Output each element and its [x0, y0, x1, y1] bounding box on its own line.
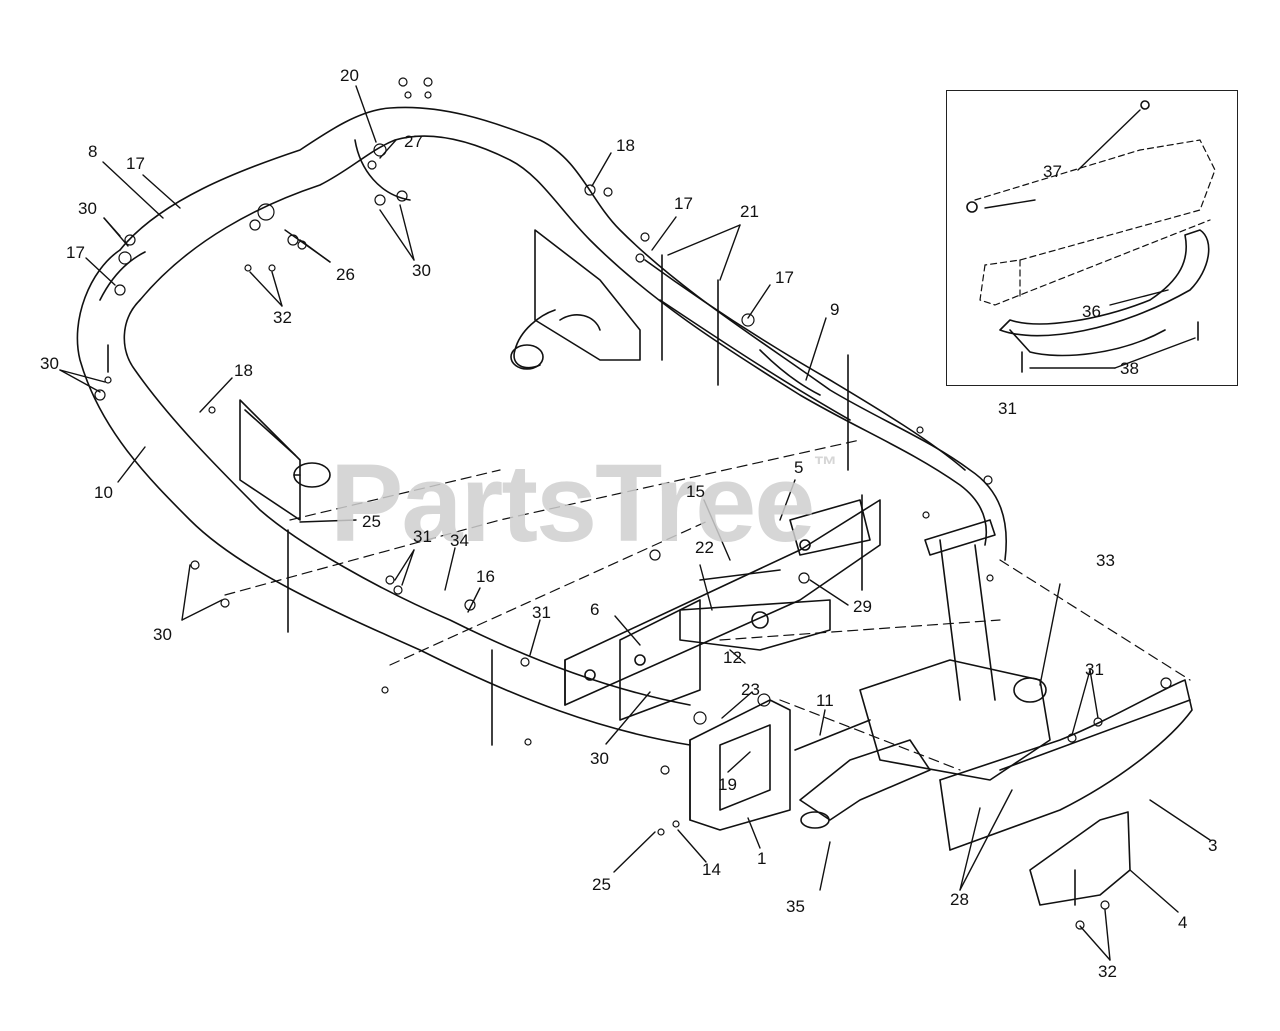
callout-1: 1 — [757, 849, 767, 868]
callout-31: 31 — [998, 399, 1017, 418]
callout-22: 22 — [695, 538, 714, 557]
callout-31: 31 — [532, 603, 551, 622]
callout-29: 29 — [853, 597, 872, 616]
callout-25: 25 — [592, 875, 611, 894]
callout-36: 36 — [1082, 302, 1101, 321]
callout-28: 28 — [950, 890, 969, 909]
callout-31: 31 — [1085, 660, 1104, 679]
leader-lines — [59, 85, 1211, 961]
callout-12: 12 — [723, 648, 742, 667]
center-crossmember — [564, 499, 881, 721]
frame-rail-right — [644, 259, 966, 471]
callout-33: 33 — [1096, 551, 1115, 570]
callout-30: 30 — [40, 354, 59, 373]
callout-8: 8 — [88, 142, 98, 161]
callout-27: 27 — [404, 132, 423, 151]
rear-bracket-left — [239, 399, 331, 521]
callout-11: 11 — [816, 691, 834, 710]
callout-30: 30 — [412, 261, 431, 280]
callout-17: 17 — [674, 194, 693, 213]
callout-16: 16 — [476, 567, 495, 586]
callout-17: 17 — [66, 243, 85, 262]
callout-20: 20 — [340, 66, 359, 85]
callout-14: 14 — [702, 860, 721, 879]
alignment-lines — [224, 439, 1191, 771]
callout-5: 5 — [794, 458, 804, 477]
callout-32: 32 — [273, 308, 292, 327]
callout-9: 9 — [830, 300, 840, 319]
watermark: PartsTree™ — [330, 440, 837, 567]
callout-3: 3 — [1208, 836, 1218, 855]
hardware — [94, 77, 1172, 930]
inset-detail — [966, 100, 1216, 373]
callout-18: 18 — [234, 361, 253, 380]
callout-18: 18 — [616, 136, 635, 155]
frame-rail-outer — [76, 106, 1008, 746]
callout-31: 31 — [413, 527, 432, 546]
callout-37: 37 — [1043, 162, 1062, 181]
tow-bar — [794, 719, 931, 829]
watermark-text: PartsTree — [330, 442, 815, 565]
callout-32: 32 — [1098, 962, 1117, 981]
front-housing — [689, 699, 791, 831]
callout-15: 15 — [686, 482, 705, 501]
callout-10: 10 — [94, 483, 113, 502]
callout-6: 6 — [590, 600, 600, 619]
callout-38: 38 — [1120, 359, 1139, 378]
callout-30: 30 — [590, 749, 609, 768]
callout-19: 19 — [718, 775, 737, 794]
rear-axle-mount — [510, 229, 641, 370]
inset-box — [946, 90, 1238, 386]
callout-4: 4 — [1178, 913, 1188, 932]
front-guard — [1029, 811, 1131, 906]
callout-30: 30 — [153, 625, 172, 644]
callout-17: 17 — [126, 154, 145, 173]
callout-35: 35 — [786, 897, 805, 916]
callout-25: 25 — [362, 512, 381, 531]
callout-21: 21 — [740, 202, 759, 221]
callout-30: 30 — [78, 199, 97, 218]
callout-23: 23 — [741, 680, 760, 699]
steering-post — [859, 519, 1051, 781]
front-bumper — [939, 679, 1193, 851]
callout-34: 34 — [450, 531, 469, 550]
trademark-symbol: ™ — [813, 452, 837, 479]
callout-26: 26 — [336, 265, 355, 284]
callout-17: 17 — [775, 268, 794, 287]
